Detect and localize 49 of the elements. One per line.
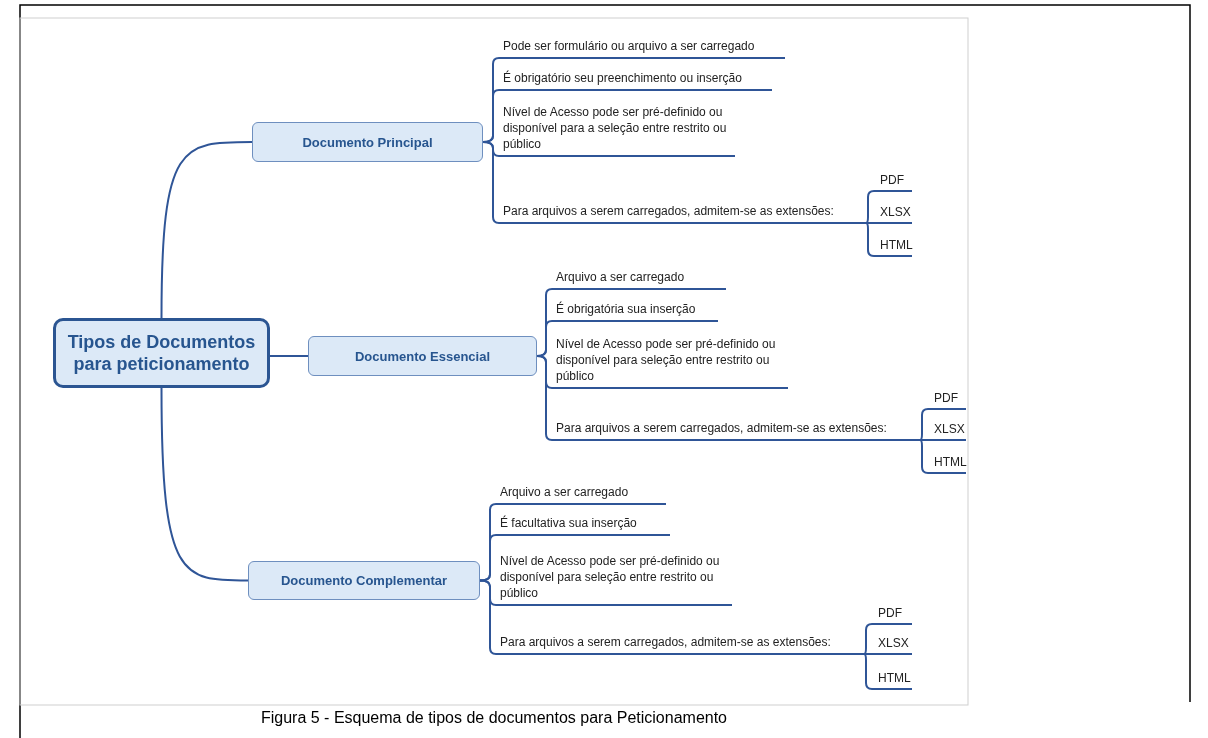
topic-text: PDF [878,606,902,620]
topic-text: Documento Essencial [354,348,491,364]
connector-line [482,141,500,224]
underlined-item [496,513,670,536]
topic-text: Nível de Acesso pode ser pré-definido ou disponível para a seleção entre restrito ou público [503,104,728,152]
topic-text: PDF [934,391,958,405]
topic-text: Pode ser formulário ou arquivo a ser carregado [503,38,755,54]
underlined-item [499,68,772,91]
topic-text: Para arquivos a serem carregados, admitem-se as extensões: [556,420,887,436]
topic-text: HTML [934,455,967,469]
connector-line [919,439,929,474]
topic-text: É obrigatória sua inserção [556,301,696,317]
topic-text: Nível de Acesso pode ser pré-definido ou disponível para seleção entre restrito ou público [556,336,777,384]
connector-line [863,653,873,655]
connector-line [160,387,249,582]
topic-text: Para arquivos a serem carregados, admitem-se as extensões: [503,203,834,219]
topic-text: Documento Complementar [280,573,448,588]
connector-line [865,190,875,224]
topic-text: XLSX [934,422,965,436]
connector-line [863,653,873,690]
topic-text: Arquivo a ser carregado [500,484,629,500]
topic-box [248,561,480,600]
topic-text: XLSX [878,636,909,650]
topic-text: É facultativa sua inserção [500,515,637,531]
topic-text: Nível de Acesso pode ser pré-definido ou disponível para seleção entre restrito ou público [500,553,721,601]
connector-line [479,534,497,582]
topic-text: PDF [880,173,904,187]
topic-text: Documento Principal [302,134,433,150]
figure-caption: Figura 5 - Esquema de tipos de documentos para Peticionamento [259,709,728,727]
topic-text: HTML [880,238,913,252]
topic-box [252,122,483,162]
connector-line [160,141,253,319]
connector-line [865,222,875,257]
connector-line [269,355,309,357]
topic-box [308,336,537,376]
connector-line [865,222,875,224]
topic-text: É obrigatório seu preenchimento ou inserção [503,70,742,86]
connector-line [479,579,497,655]
connector-line [863,623,873,655]
topic-text: HTML [878,671,911,685]
topic-text: Para arquivos a serem carregados, admitem-se as extensões: [500,634,831,650]
connector-line [919,408,929,441]
topic-text: Tipos de Documentos para peticionamento [66,330,257,376]
underlined-item [552,299,718,322]
topic-text: XLSX [880,205,911,219]
connector-line [536,355,553,441]
topic-text: Arquivo a ser carregado [556,269,685,285]
connector-line [919,439,929,441]
central-topic-box [53,318,270,388]
